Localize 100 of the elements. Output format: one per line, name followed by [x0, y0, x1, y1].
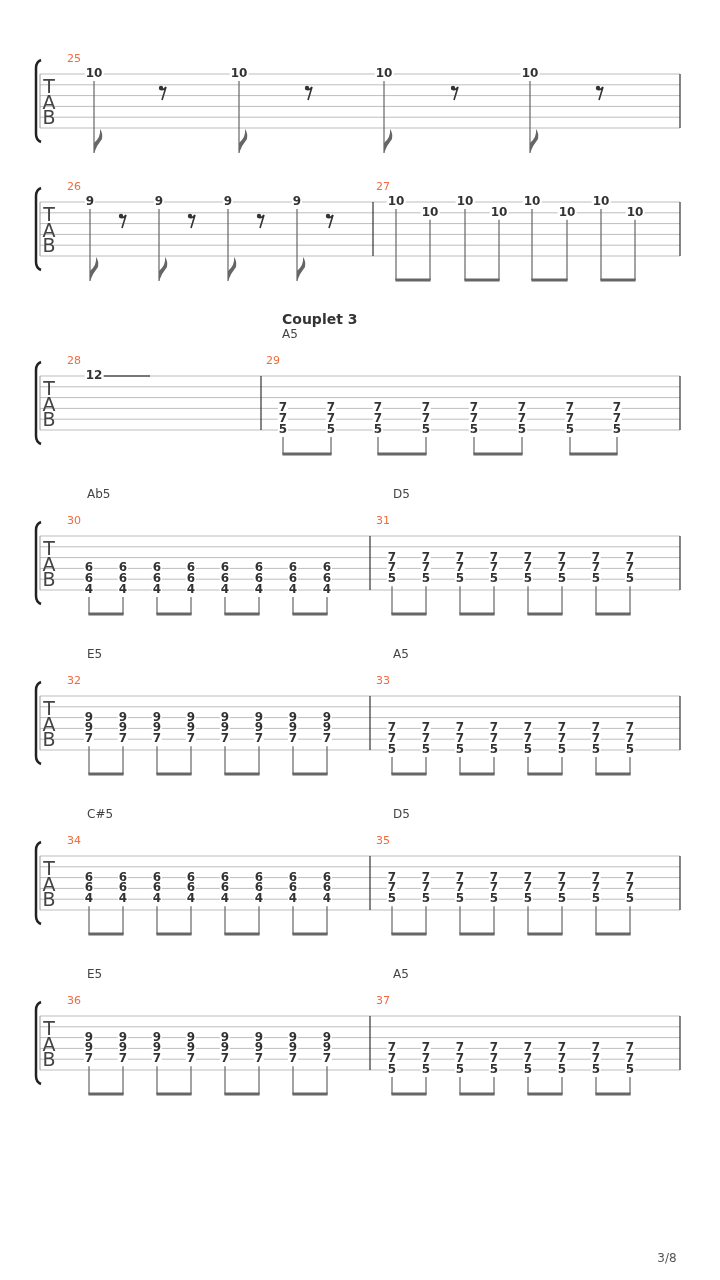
- fret-number: 5: [516, 423, 528, 435]
- fret-number: 4: [117, 583, 129, 595]
- fret-number: 7: [151, 732, 163, 745]
- fret-number: 10: [520, 67, 540, 79]
- clef-letter: B: [42, 729, 56, 749]
- fret-number: 12: [84, 369, 104, 381]
- fret-number: 5: [488, 572, 500, 585]
- chord-name: A5: [393, 648, 409, 660]
- fret-number: 7: [253, 1052, 265, 1065]
- fret-number: 5: [590, 892, 602, 905]
- fret-number: 7: [185, 1052, 197, 1065]
- clef-letter: B: [42, 889, 56, 909]
- chord-name: E5: [87, 648, 103, 660]
- fret-number: 5: [420, 892, 432, 905]
- fret-number: 4: [151, 583, 163, 595]
- fret-number: 7: [117, 732, 129, 745]
- fret-number: 7: [83, 1052, 95, 1065]
- clef-letter: T: [43, 204, 55, 224]
- fret-number: 4: [287, 583, 299, 595]
- measure-number: 31: [376, 514, 390, 526]
- chord-name: Ab5: [87, 488, 111, 500]
- fret-number: 10: [489, 205, 509, 218]
- chord-name: D5: [393, 808, 410, 820]
- clef-letter: B: [42, 409, 56, 429]
- fret-number: 7: [287, 1052, 299, 1065]
- fret-number: 4: [219, 892, 231, 905]
- fret-number: 10: [386, 195, 406, 207]
- fret-number: 5: [556, 1063, 568, 1075]
- fret-number: 5: [325, 423, 337, 435]
- fret-number: 4: [83, 583, 95, 595]
- fret-number: 4: [219, 583, 231, 595]
- fret-number: 10: [557, 205, 577, 218]
- fret-number: 5: [522, 1063, 534, 1075]
- clef-letter: T: [43, 1018, 55, 1038]
- fret-number: 7: [321, 732, 333, 745]
- measure-number: 32: [67, 674, 81, 686]
- fret-number: 9: [222, 195, 234, 207]
- fret-number: 10: [374, 67, 394, 79]
- page-number: 3/8: [657, 1252, 677, 1264]
- fret-number: 5: [488, 892, 500, 905]
- fret-number: 5: [556, 743, 568, 755]
- measure-number: 36: [67, 994, 81, 1006]
- fret-number: 5: [468, 423, 480, 435]
- fret-number: 10: [522, 195, 542, 207]
- fret-number: 5: [454, 892, 466, 905]
- fret-number: 4: [117, 892, 129, 905]
- fret-number: 5: [522, 572, 534, 585]
- chord-name: D5: [393, 488, 410, 500]
- fret-number: 5: [590, 743, 602, 755]
- fret-number: 10: [591, 195, 611, 207]
- fret-number: 4: [185, 583, 197, 595]
- fret-number: 5: [454, 743, 466, 755]
- fret-number: 7: [117, 1052, 129, 1065]
- fret-number: 4: [287, 892, 299, 905]
- clef-letter: B: [42, 235, 56, 255]
- fret-number: 5: [454, 572, 466, 585]
- fret-number: 5: [420, 1063, 432, 1075]
- measure-number: 33: [376, 674, 390, 686]
- fret-number: 4: [253, 892, 265, 905]
- fret-number: 5: [611, 423, 623, 435]
- fret-number: 7: [83, 732, 95, 745]
- fret-number: 5: [420, 572, 432, 585]
- fret-number: 5: [386, 572, 398, 585]
- measure-number: 27: [376, 180, 390, 192]
- fret-number: 5: [624, 1063, 636, 1075]
- fret-number: 5: [590, 1063, 602, 1075]
- fret-number: 7: [151, 1052, 163, 1065]
- measure-number: 34: [67, 834, 81, 846]
- fret-number: 9: [153, 195, 165, 207]
- fret-number: 5: [624, 892, 636, 905]
- fret-number: 10: [84, 67, 104, 79]
- fret-number: 5: [522, 892, 534, 905]
- fret-number: 5: [556, 572, 568, 585]
- measure-number: 29: [266, 354, 280, 366]
- fret-number: 5: [624, 572, 636, 585]
- fret-number: 5: [564, 423, 576, 435]
- measure-number: 30: [67, 514, 81, 526]
- section-title: Couplet 3: [282, 312, 358, 326]
- fret-number: 5: [277, 423, 289, 435]
- clef-letter: T: [43, 538, 55, 558]
- fret-number: 9: [291, 195, 303, 207]
- clef-letter: T: [43, 378, 55, 398]
- fret-number: 10: [455, 195, 475, 207]
- chord-name: A5: [282, 328, 298, 340]
- fret-number: 4: [253, 583, 265, 595]
- fret-number: 5: [556, 892, 568, 905]
- fret-number: 5: [488, 1063, 500, 1075]
- fret-number: 5: [522, 743, 534, 755]
- measure-number: 37: [376, 994, 390, 1006]
- fret-number: 9: [84, 195, 96, 207]
- fret-number: 4: [151, 892, 163, 905]
- fret-number: 7: [253, 732, 265, 745]
- measure-number: 28: [67, 354, 81, 366]
- chord-name: A5: [393, 968, 409, 980]
- clef-letter: T: [43, 76, 55, 96]
- fret-number: 4: [321, 892, 333, 905]
- fret-number: 5: [590, 572, 602, 585]
- fret-number: 10: [229, 67, 249, 79]
- fret-number: 5: [372, 423, 384, 435]
- fret-number: 5: [386, 1063, 398, 1075]
